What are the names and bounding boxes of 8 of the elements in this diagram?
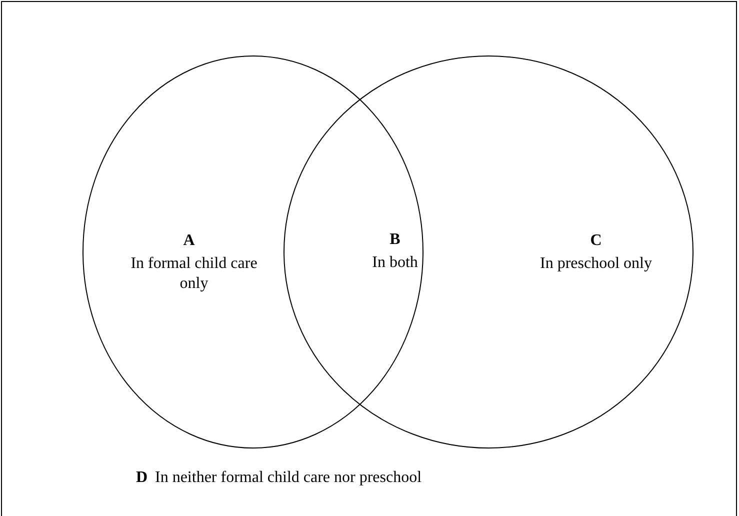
region-letter: D	[136, 468, 149, 488]
region-letter: A	[182, 231, 196, 251]
region-letter: B	[388, 230, 402, 250]
region-letter: C	[589, 231, 603, 251]
region-label: In neither formal child care nor preschool	[155, 468, 423, 488]
region-label: In formal child care only	[130, 254, 258, 294]
region-label: In both	[371, 253, 419, 273]
region-label: In preschool only	[539, 254, 653, 274]
